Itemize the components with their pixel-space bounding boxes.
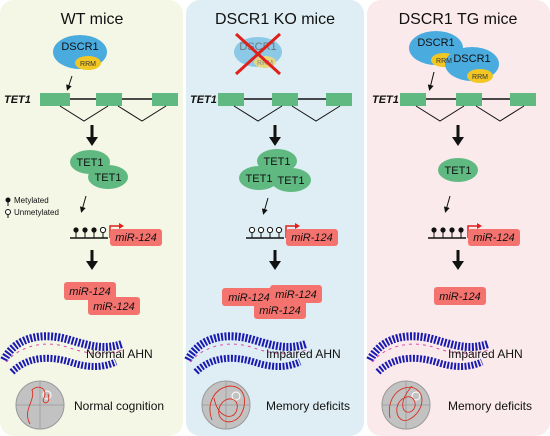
ko-tet1-a: TET1 bbox=[264, 156, 291, 168]
tg-dscr1-proteins: DSCR1 RRM DSCR1 RRM bbox=[409, 31, 499, 83]
tg-rrm-a: RRM bbox=[436, 58, 452, 65]
ko-mir-c: miR-124 bbox=[259, 305, 301, 317]
tg-small-arrow bbox=[443, 195, 451, 213]
ko-mir-gene-label: miR-124 bbox=[291, 232, 333, 244]
tg-mir-rna: miR-124 bbox=[434, 287, 486, 305]
ko-tet1-c: TET1 bbox=[278, 175, 305, 187]
tg-title: DSCR1 TG mice bbox=[399, 11, 518, 28]
wt-mir-a: miR-124 bbox=[69, 286, 111, 298]
tg-water-maze-image bbox=[381, 380, 431, 430]
tg-bind-arrow bbox=[427, 71, 435, 91]
wt-gene-label: TET1 bbox=[4, 94, 31, 106]
ko-ahn-label: Impaired AHN bbox=[266, 347, 341, 361]
wt-bind-arrow bbox=[66, 75, 73, 91]
ko-tet1-gene bbox=[218, 93, 352, 122]
tg-tet1-gene bbox=[400, 93, 536, 122]
wt-ahn-label: Normal AHN bbox=[86, 347, 153, 361]
tg-arrow-2-head bbox=[452, 261, 464, 270]
wt-title: WT mice bbox=[61, 11, 124, 28]
tg-dscr1-b: DSCR1 bbox=[453, 53, 490, 65]
tg-ahn-label: Impaired AHN bbox=[448, 347, 523, 361]
wt-dscr1-label: DSCR1 bbox=[61, 41, 98, 53]
methylation-legend: Metylated Unmetylated bbox=[5, 196, 59, 218]
wt-cognition-label: Normal cognition bbox=[74, 399, 164, 413]
ko-gene-label: TET1 bbox=[190, 94, 217, 106]
tg-mir-label: miR-124 bbox=[439, 291, 481, 303]
tg-rrm-b: RRM bbox=[472, 74, 488, 81]
ko-arrow-1-head bbox=[269, 137, 281, 146]
wt-tet1-proteins: TET1 TET1 bbox=[70, 150, 128, 189]
wt-dscr1-protein: DSCR1 RRM bbox=[53, 35, 107, 70]
ko-rrm-label: RRM bbox=[257, 60, 273, 67]
ko-arrow-2-head bbox=[269, 261, 281, 270]
tg-dscr1-a: DSCR1 bbox=[417, 37, 454, 49]
ko-panel-bg bbox=[186, 0, 364, 436]
tg-gene-label: TET1 bbox=[372, 94, 399, 106]
tg-tet1-label: TET1 bbox=[445, 165, 472, 177]
tg-tet1-protein: TET1 bbox=[438, 158, 478, 182]
tg-mir-gene-label: miR-124 bbox=[473, 232, 515, 244]
tg-arrow-1-head bbox=[452, 137, 464, 146]
wt-mir-rna: miR-124 miR-124 bbox=[64, 282, 140, 315]
ko-tet1-proteins: TET1 TET1 TET1 bbox=[239, 149, 311, 192]
wt-tet1-b: TET1 bbox=[95, 172, 122, 184]
tg-mir-gene: miR-124 bbox=[428, 223, 520, 246]
wt-panel-bg bbox=[0, 0, 183, 436]
ko-mir-rna: miR-124 miR-124 miR-124 bbox=[222, 285, 322, 319]
wt-mir-gene: miR-124 bbox=[70, 223, 162, 246]
legend-unmetylated: Unmetylated bbox=[14, 208, 59, 217]
wt-rrm-label: RRM bbox=[80, 61, 96, 68]
wt-tet1-a: TET1 bbox=[77, 157, 104, 169]
ko-cross-icon bbox=[234, 32, 282, 76]
wt-small-arrow bbox=[79, 195, 87, 213]
ko-mir-b: miR-124 bbox=[275, 289, 317, 301]
tg-panel-bg bbox=[367, 0, 550, 436]
wt-tet1-gene bbox=[40, 93, 178, 122]
wt-mir-b: miR-124 bbox=[93, 301, 135, 313]
ko-small-arrow bbox=[261, 197, 269, 215]
wt-arrow-1-head bbox=[86, 137, 98, 146]
ko-cognition-label: Memory deficits bbox=[266, 399, 350, 413]
wt-arrow-2-head bbox=[86, 261, 98, 270]
ko-water-maze-image bbox=[201, 380, 251, 430]
tg-cognition-label: Memory deficits bbox=[448, 399, 532, 413]
wt-mir-gene-label: miR-124 bbox=[115, 232, 157, 244]
ko-title: DSCR1 KO mice bbox=[215, 11, 335, 28]
ko-tet1-b: TET1 bbox=[246, 173, 273, 185]
legend-metylated: Metylated bbox=[14, 196, 49, 205]
wt-water-maze-image bbox=[15, 380, 65, 430]
ko-mir-gene: miR-124 bbox=[246, 223, 338, 246]
ko-mir-a: miR-124 bbox=[228, 292, 270, 304]
